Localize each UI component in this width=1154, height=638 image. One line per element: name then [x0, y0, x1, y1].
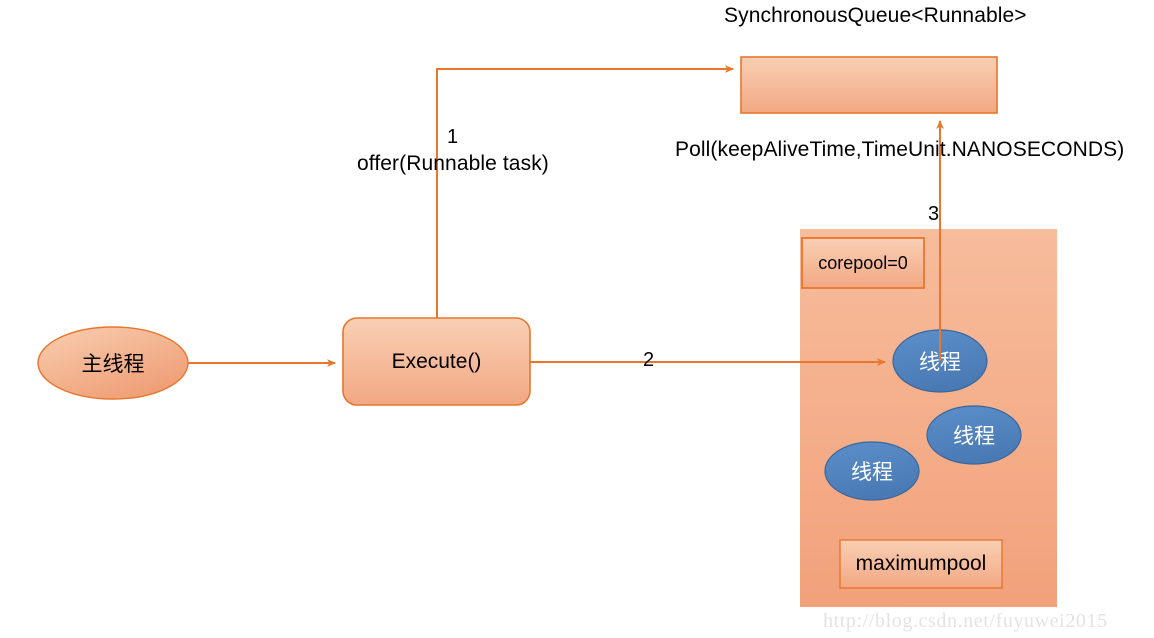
thread-ellipse-2	[926, 405, 1022, 465]
poll-call-label: Poll(keepAliveTime,TimeUnit.NANOSECONDS)	[675, 138, 1125, 161]
main-thread-ellipse	[37, 326, 189, 400]
step-number-2: 2	[643, 349, 655, 371]
maximumpool-box	[839, 539, 1003, 589]
step-number-1: 1	[447, 126, 459, 148]
corepool-box	[801, 237, 925, 289]
arrow-offer-to-queue	[436, 65, 734, 318]
offer-call-label: offer(Runnable task)	[357, 152, 549, 175]
execute-box	[342, 317, 531, 406]
synchronous-queue-box	[740, 56, 998, 114]
thread-ellipse-3	[824, 441, 920, 501]
synchronous-queue-title: SynchronousQueue<Runnable>	[724, 4, 1027, 27]
step-number-3: 3	[928, 203, 940, 225]
watermark-text: http://blog.csdn.net/fuyuwei2015	[823, 610, 1108, 632]
